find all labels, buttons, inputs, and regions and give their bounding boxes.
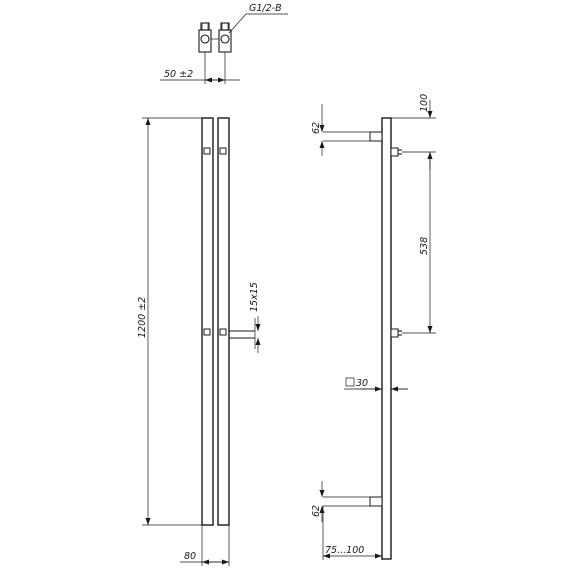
left-rail: [201, 117, 214, 526]
thread-label: G1/2-B: [249, 3, 282, 14]
height-label: 1200 ±2: [137, 297, 148, 338]
bracket-spacing-label: 538: [419, 237, 430, 255]
connection-spacing-label: 50 ±2: [164, 69, 193, 80]
connector-profile-label: 15x15: [249, 282, 260, 312]
left-valve: [198, 22, 212, 53]
top-view-connections: G1/2-B 50 ±2: [160, 3, 288, 84]
wall-distance-label: 75...100: [325, 545, 364, 556]
vertical-tube: [381, 117, 392, 560]
depth-label: 80: [184, 551, 196, 562]
lower-bracket-label: 62: [311, 505, 322, 517]
right-rail: [217, 117, 230, 526]
front-view: 15x15 1200 ±2 80: [137, 117, 261, 566]
right-valve: [218, 22, 232, 53]
upper-bracket-label: 62: [311, 122, 322, 134]
square-section-icon: [345, 377, 355, 387]
top-offset-label: 100: [419, 94, 430, 112]
tube-section-label: 30: [356, 378, 368, 389]
side-view: 100 538 62 62 30 75...100: [311, 94, 436, 560]
